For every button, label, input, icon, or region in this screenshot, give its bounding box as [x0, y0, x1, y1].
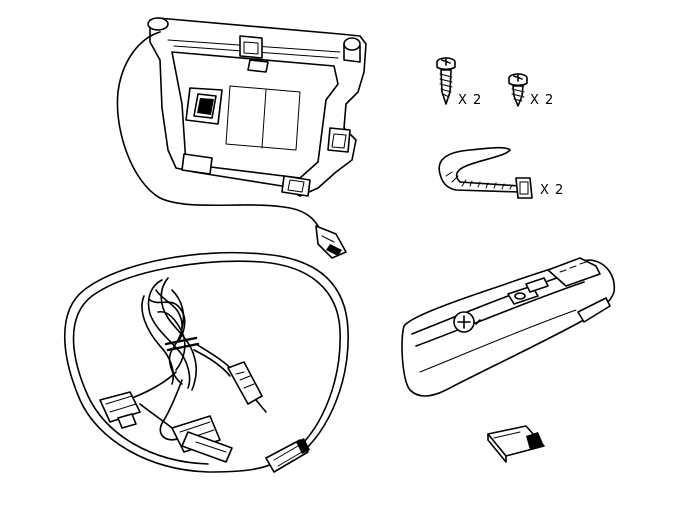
screw-short-icon — [508, 73, 528, 107]
wiring-harness — [63, 251, 349, 473]
remote-unit — [401, 257, 616, 397]
screw-long-quantity: X 2 — [458, 93, 482, 108]
screw-short-quantity: X 2 — [530, 93, 554, 108]
usb-plug-icon — [487, 425, 545, 463]
screw-long-icon — [436, 57, 456, 105]
cable-tie-icon — [438, 146, 533, 199]
cable-tie-quantity: X 2 — [540, 183, 564, 198]
mounting-bracket — [147, 17, 367, 197]
bracket-wire — [116, 31, 347, 259]
